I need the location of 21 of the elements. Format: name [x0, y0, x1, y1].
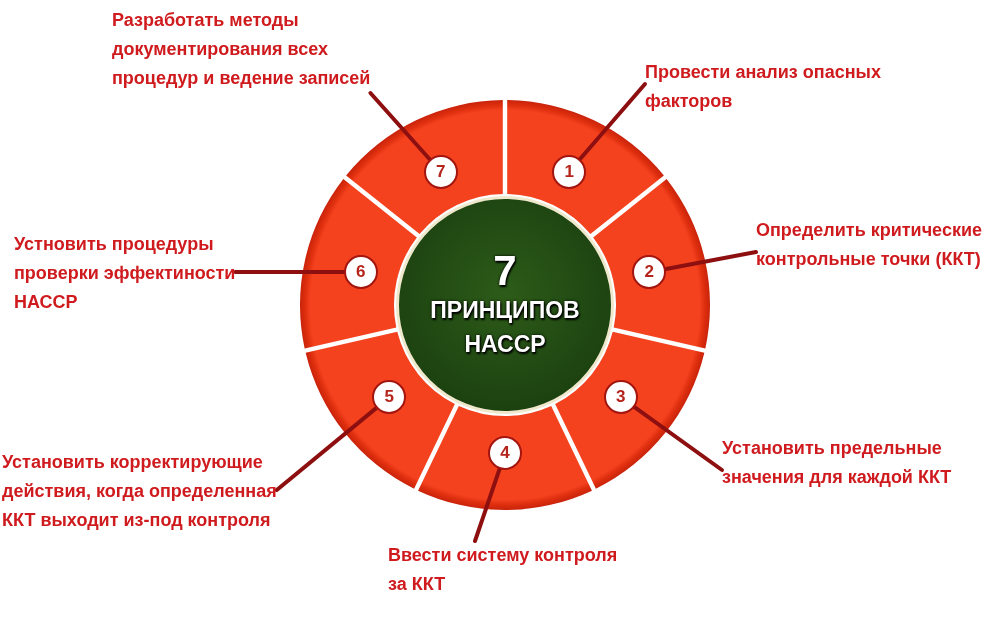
leader-line — [274, 406, 379, 492]
ring-segment — [305, 331, 455, 489]
ring-segment — [593, 178, 710, 349]
leader-line — [233, 270, 346, 275]
step-description: Ввести систему контроля за ККТ — [388, 541, 618, 599]
leader-line — [578, 82, 647, 161]
step-description: Установить предельные значения для каждой ККТ — [722, 434, 952, 492]
step-description: Разработать методы документирования всех процедур и ведение записей — [112, 6, 371, 93]
step-description: Провести анализ опасных факторов — [645, 58, 881, 116]
leader-line — [473, 467, 502, 543]
ring-segment — [555, 331, 705, 489]
step-description: Устновить процедуры проверки эффектиности НАССР — [14, 230, 236, 317]
center-title: ПРИНЦИПОВ НАССР — [429, 296, 581, 359]
step-description: Определить критические контрольные точки (ККТ) — [756, 216, 982, 274]
leader-line — [368, 91, 432, 161]
ring-segment — [346, 100, 503, 235]
center-number: 7 — [493, 249, 517, 293]
leader-line — [664, 250, 758, 271]
leader-line — [632, 405, 724, 472]
ring-segment — [418, 405, 592, 510]
step-description: Установить корректирующие действия, когда определенная ККТ выходит из-под контроля — [2, 448, 277, 535]
